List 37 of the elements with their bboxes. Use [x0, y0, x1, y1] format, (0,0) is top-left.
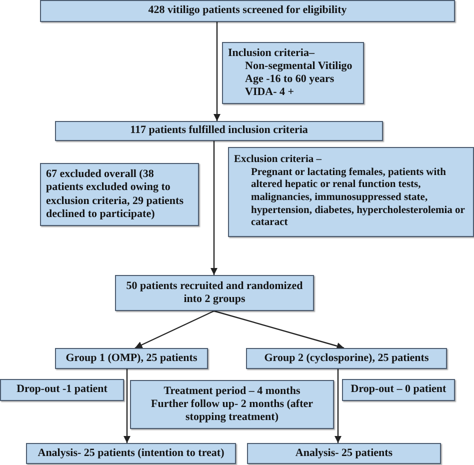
process-box — [246, 348, 447, 369]
box-text: 117 patients fulfilled inclusion criteria — [130, 124, 308, 138]
process-box — [26, 443, 236, 464]
box-text: Group 2 (cyclosporine), 25 patients — [264, 352, 429, 366]
arrow — [134, 310, 214, 349]
box-text: Non-segmental Vitiligo — [244, 60, 352, 73]
box-text: Group 1 (OMP), 25 patients — [66, 352, 198, 366]
process-box — [130, 380, 334, 429]
box-text: Age -16 to 60 years — [244, 73, 334, 86]
box-text: VIDA- 4 + — [244, 86, 294, 100]
box-text: 67 excluded overall (38 patients excluded owing to exclusion criteria, 29 patients declined to participate) — [46, 168, 184, 221]
box-text: Further follow up- 2 months (after stopping treatment) — [150, 398, 314, 424]
arrow — [123, 369, 131, 443]
process-box — [247, 443, 441, 464]
process-box — [0, 379, 124, 401]
arrow — [334, 369, 342, 443]
box-text: 50 patients recruited and randomized into 2 groups — [125, 280, 304, 306]
process-box — [55, 121, 383, 141]
arrow — [214, 310, 344, 350]
box-text: Pregnant or lactating females, patients with altered hepatic or renal function tests, malignancies, immunosuppressed state, hypertension, diabetes, hypercholesterolemia or cataract — [250, 166, 466, 230]
process-box — [40, 0, 455, 22]
process-box — [40, 163, 199, 226]
box-text: Analysis- 25 patients — [295, 446, 393, 460]
box-text: Drop-out – 0 patient — [350, 383, 446, 397]
process-box — [55, 348, 208, 369]
arrow — [213, 22, 221, 121]
process-box — [342, 379, 455, 401]
box-text: Treatment period – 4 months — [164, 384, 300, 398]
process-box — [115, 275, 314, 311]
process-box — [228, 147, 474, 237]
box-text: Exclusion criteria – — [234, 154, 322, 167]
box-text: Analysis- 25 patients (intention to treat) — [38, 446, 224, 460]
box-text: Inclusion criteria– — [228, 46, 314, 60]
arrow — [210, 141, 218, 275]
process-box — [222, 42, 364, 104]
box-text: 428 vitiligo patients screened for eligibility — [148, 4, 347, 18]
box-text: Drop-out -1 patient — [16, 383, 108, 397]
